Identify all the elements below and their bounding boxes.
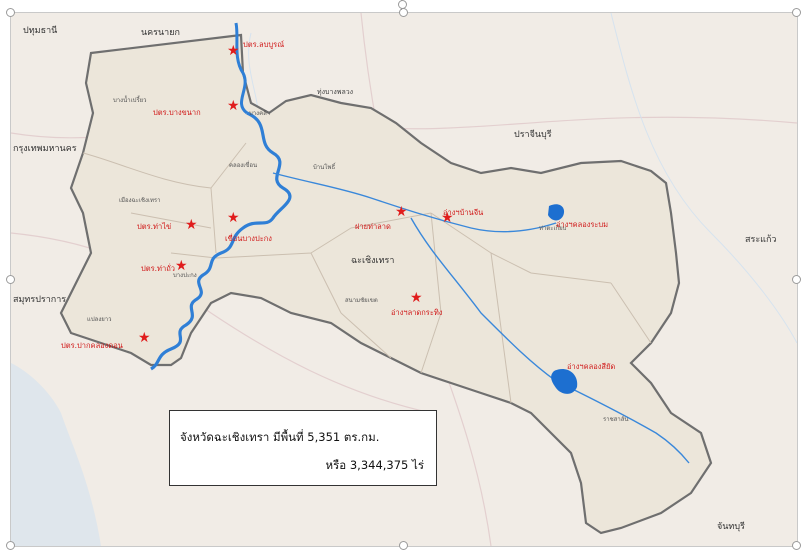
station-label: อ่างฯบ้านจีน <box>443 208 484 217</box>
station-star: ★ <box>175 258 188 274</box>
label-prachin-buri: ปราจีนบุรี <box>514 130 552 140</box>
station-star: ★ <box>138 330 151 346</box>
reservoir-khlong-rabom <box>548 204 565 221</box>
station-label: ปตร.ปากคลองดอน <box>61 341 123 350</box>
resize-handle[interactable] <box>6 275 15 284</box>
rotate-handle[interactable] <box>398 0 407 9</box>
label-thung-bang-phluang: ทุ่งบางพลวง <box>317 88 354 96</box>
station-star: ★ <box>410 290 423 306</box>
reservoir-khlong-siyat <box>551 368 578 394</box>
station-star: ★ <box>227 98 240 114</box>
province-outline <box>59 33 713 535</box>
area-info-line2: หรือ 3,344,375 ไร่ <box>325 458 424 472</box>
district-boundaries <box>82 142 652 404</box>
label-district: บางน้ำเปรี้ยว <box>113 97 147 104</box>
label-district: แปลงยาว <box>87 316 112 323</box>
label-district: คลองเขื่อน <box>229 162 258 169</box>
sea-area <box>11 363 101 546</box>
station-label: ปตร.ท่าไข่ <box>137 222 172 231</box>
label-district: ราชสาส์น <box>603 416 629 423</box>
label-chachoengsao: ฉะเชิงเทรา <box>351 256 395 266</box>
station-star: ★ <box>185 217 198 233</box>
area-info-box: จังหวัดฉะเชิงเทรา มีพื้นที่ 5,351 ตร.กม.… <box>169 410 437 486</box>
area-info-line1: จังหวัดฉะเชิงเทรา มีพื้นที่ 5,351 ตร.กม. <box>180 430 380 444</box>
station-label: อ่างฯลาดกระทิง <box>391 308 443 317</box>
label-chanthaburi: จันทบุรี <box>717 522 745 532</box>
river-bang-pakong <box>150 111 292 371</box>
station-star: ★ <box>441 210 454 226</box>
stream <box>610 13 797 344</box>
label-pathum-thani: ปทุมธานี <box>23 26 58 36</box>
resize-handle[interactable] <box>6 541 15 550</box>
resize-handle[interactable] <box>6 8 15 17</box>
resize-handle[interactable] <box>399 541 408 550</box>
label-district: สนามชัยเขต <box>345 297 378 304</box>
label-district: เมืองฉะเชิงเทรา <box>119 197 161 204</box>
station-label: เขื่อนบางปะกง <box>225 234 272 243</box>
label-samut-prakan: สมุทรปราการ <box>13 295 67 305</box>
station-label: ปตร.ท่าถั่ว <box>141 264 175 273</box>
label-district: บางปะกง <box>173 272 197 279</box>
river-east-branch <box>272 172 557 233</box>
station-label: ฝายท่าลาด <box>355 222 391 231</box>
station-label: อ่างฯคลองสียัด <box>567 362 616 371</box>
station-star: ★ <box>395 204 408 220</box>
resize-handle[interactable] <box>792 541 801 550</box>
station-label: อ่างฯคลองระบม <box>556 220 609 229</box>
map-graphic <box>11 13 797 546</box>
resize-handle[interactable] <box>792 275 801 284</box>
label-sa-kaeo: สระแก้ว <box>745 235 777 245</box>
resize-handle[interactable] <box>792 8 801 17</box>
province-map: ปทุมธานี นครนายก กรุงเทพมหานคร สมุทรปราก… <box>10 12 798 547</box>
label-district: บ้านโพธิ์ <box>313 164 336 171</box>
label-district: ท่าตะเกียบ <box>539 225 567 232</box>
station-star: ★ <box>227 210 240 226</box>
label-district: บางคล้า <box>249 110 271 117</box>
station-star: ★ <box>227 43 240 59</box>
label-bangkok: กรุงเทพมหานคร <box>13 144 77 154</box>
station-label: ปตร.บางขนาก <box>153 108 201 117</box>
station-label: ปตร.ลบบูรณ์ <box>243 40 285 49</box>
label-nakhon-nayok: นครนายก <box>141 28 180 38</box>
river-north <box>234 22 249 115</box>
